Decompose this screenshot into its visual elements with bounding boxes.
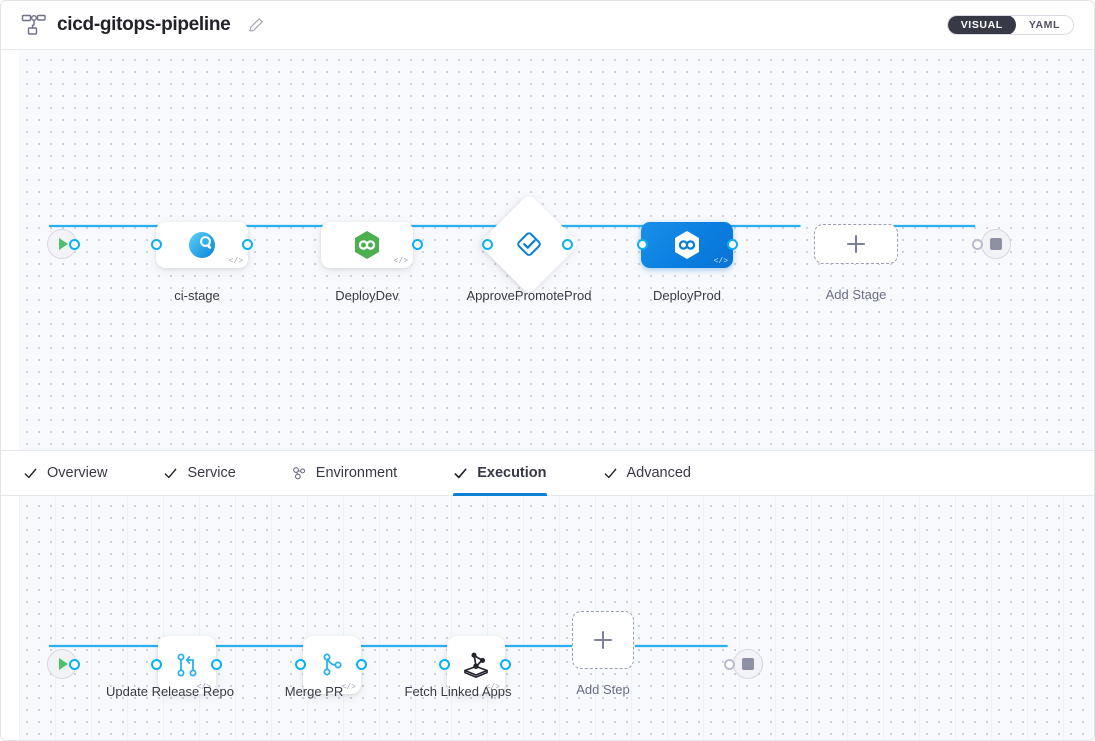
harness-cube-icon [464, 652, 488, 678]
stage-start-port[interactable] [69, 239, 80, 250]
stage-port-in-0[interactable] [151, 239, 162, 250]
add-stage-button[interactable] [814, 224, 898, 264]
tab-environment[interactable]: Environment [292, 451, 419, 495]
check-icon [24, 468, 37, 478]
infrastructure-icon [292, 466, 305, 479]
git-merge-icon [177, 653, 197, 677]
stage-node-deployprod[interactable]: </> [641, 222, 733, 268]
code-badge: </> [341, 683, 356, 692]
stage-card[interactable]: </> [156, 222, 248, 268]
step-graph: </> </ [19, 496, 1094, 740]
add-step-button[interactable] [572, 611, 634, 669]
code-badge: </> [485, 683, 500, 692]
check-icon [165, 468, 177, 478]
check-icon [454, 468, 467, 478]
stage-start-node[interactable] [47, 229, 77, 259]
step-node-merge-pr[interactable]: </> [303, 636, 361, 694]
stage-node-approvepromoteprod[interactable] [478, 193, 580, 295]
start-node[interactable] [47, 229, 77, 259]
code-badge: </> [713, 257, 728, 266]
add-stage-node[interactable] [814, 224, 898, 264]
pipeline-header-left: cicd-gitops-pipeline [21, 14, 264, 36]
plus-icon [594, 631, 612, 649]
tab-execution[interactable]: Execution [453, 451, 568, 496]
step-port-out-0[interactable] [211, 659, 222, 670]
step-port-in-1[interactable] [295, 659, 306, 670]
play-icon [59, 658, 68, 670]
tab-service[interactable]: Service [163, 451, 257, 495]
tab-label: Environment [315, 465, 398, 481]
code-badge: </> [196, 683, 211, 692]
approval-stage-card[interactable] [478, 193, 580, 295]
view-toggle: VISUAL YAML [946, 15, 1074, 35]
step-card[interactable]: </> [447, 636, 505, 694]
stage-tabs: Overview Service Environment [1, 450, 1094, 496]
check-icon [604, 468, 616, 478]
stage-port-out-1[interactable] [482, 239, 493, 250]
stop-icon [742, 658, 754, 670]
view-toggle-group: VISUAL YAML [946, 15, 1074, 35]
argo-hexagon-icon [675, 231, 699, 259]
page-title: cicd-gitops-pipeline [57, 14, 231, 35]
code-badge: </> [228, 257, 243, 266]
stage-graph: </> ci-stage </> [19, 50, 1094, 450]
step-node-fetch-linked-apps[interactable]: </> [447, 636, 505, 694]
stage-port-out-0[interactable] [242, 239, 253, 250]
stage-end-port[interactable] [972, 239, 983, 250]
view-toggle-yaml[interactable]: YAML [1028, 19, 1060, 31]
pencil-icon[interactable] [248, 17, 264, 33]
stage-port-in-1[interactable] [412, 239, 423, 250]
code-badge: </> [393, 257, 408, 266]
tab-label: Advanced [626, 465, 692, 481]
tab-advanced[interactable]: Advanced [603, 451, 714, 495]
step-card[interactable]: </> [303, 636, 361, 694]
stage-card[interactable]: </> [321, 222, 413, 268]
step-port-out-2[interactable] [500, 659, 511, 670]
tab-overview[interactable]: Overview [23, 451, 129, 495]
approval-icon-wrap [514, 229, 544, 259]
tab-label: Overview [47, 465, 108, 481]
end-node[interactable] [733, 649, 763, 679]
step-port-in-0[interactable] [151, 659, 162, 670]
step-end-node[interactable] [733, 649, 763, 679]
step-edges [48, 644, 728, 648]
add-step-node[interactable] [572, 611, 634, 669]
stage-card-selected[interactable]: </> [641, 222, 733, 268]
end-node[interactable] [981, 229, 1011, 259]
pipeline-icon [21, 14, 46, 35]
stage-port-out-3[interactable] [727, 239, 738, 250]
ci-stage-icon [189, 232, 215, 258]
step-canvas[interactable]: </> </ [1, 496, 1094, 740]
play-icon [59, 238, 68, 250]
approval-diamond-icon [517, 232, 541, 256]
plus-icon [847, 235, 865, 253]
tab-label: Execution [477, 465, 547, 481]
stage-node-deploydev[interactable]: </> [321, 222, 413, 268]
step-port-out-1[interactable] [356, 659, 367, 670]
argo-hexagon-icon [355, 231, 379, 259]
stage-node-ci-stage[interactable]: </> [156, 222, 248, 268]
pipeline-header: cicd-gitops-pipeline VISUAL YAML [1, 1, 1094, 50]
step-start-port[interactable] [69, 659, 80, 670]
git-branch-icon [323, 653, 342, 676]
tab-label: Service [187, 465, 236, 481]
step-end-port[interactable] [724, 659, 735, 670]
step-node-update-release-repo[interactable]: </> [158, 636, 216, 694]
stop-icon [990, 238, 1002, 250]
stage-port-out-2[interactable] [562, 239, 573, 250]
stage-port-in-3[interactable] [637, 239, 648, 250]
stage-canvas[interactable]: </> ci-stage </> [1, 50, 1094, 450]
view-toggle-visual[interactable]: VISUAL [947, 16, 1016, 34]
step-port-in-2[interactable] [439, 659, 450, 670]
stage-end-node[interactable] [981, 229, 1011, 259]
step-card[interactable]: </> [158, 636, 216, 694]
